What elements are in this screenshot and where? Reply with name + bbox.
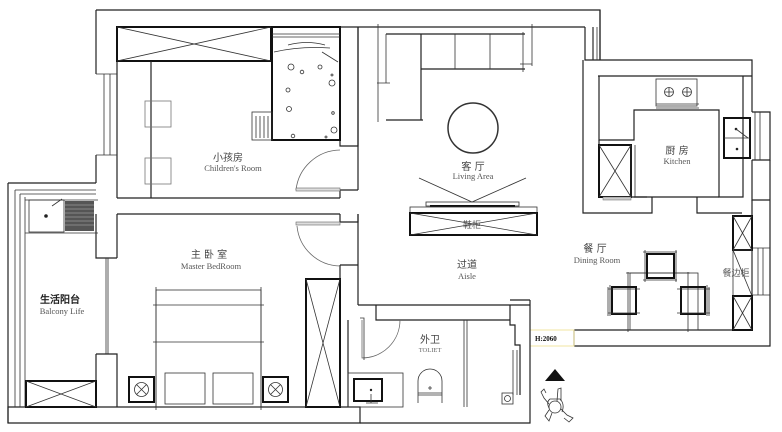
balcony: 生活阳台 Balcony Life	[25, 198, 98, 408]
interior-walls	[95, 27, 530, 407]
dining-room: 餐边柜 餐 厅 Dining Room	[574, 215, 753, 332]
living-area-label-cn: 客 厅	[461, 160, 484, 173]
aisle-label-cn: 过道	[457, 258, 477, 271]
balcony-label-cn: 生活阳台	[40, 293, 80, 306]
dining-room-label-cn: 餐 厅	[583, 242, 606, 255]
living-area: 客 厅 Living Area 鞋柜	[377, 24, 538, 236]
children-room: 小孩房 Children's Room	[116, 26, 341, 198]
master-bedroom: 主 卧 室 Master BedRoom	[128, 221, 341, 410]
children-room-label-cn: 小孩房	[213, 151, 243, 164]
door-height-dimension: H:2060	[535, 335, 557, 343]
toilet: 外卫 TOLIET	[347, 317, 514, 408]
outer-walls	[7, 9, 771, 424]
sideboard-label: 餐边柜	[722, 267, 749, 278]
balcony-label-en: Balcony Life	[40, 306, 85, 316]
aisle-label-en: Aisle	[458, 271, 476, 281]
entry: H:2060	[535, 335, 574, 423]
toilet-label-cn: 外卫	[420, 334, 440, 346]
person-icon	[540, 387, 574, 423]
shoe-cabinet-label: 鞋柜	[463, 219, 481, 230]
toilet-label-en: TOLIET	[419, 347, 442, 354]
master-bedroom-label-en: Master BedRoom	[181, 261, 242, 271]
living-area-label-en: Living Area	[453, 171, 494, 181]
dining-room-label-en: Dining Room	[574, 255, 621, 265]
master-bedroom-label-cn: 主 卧 室	[191, 248, 227, 261]
entry-arrow-icon	[545, 369, 565, 381]
kitchen: 厨 房 Kitchen	[598, 76, 751, 201]
aisle: 过道 Aisle	[457, 258, 477, 281]
kitchen-label-cn: 厨 房	[665, 144, 688, 157]
kitchen-label-en: Kitchen	[664, 156, 692, 166]
children-room-label-en: Children's Room	[204, 163, 262, 173]
